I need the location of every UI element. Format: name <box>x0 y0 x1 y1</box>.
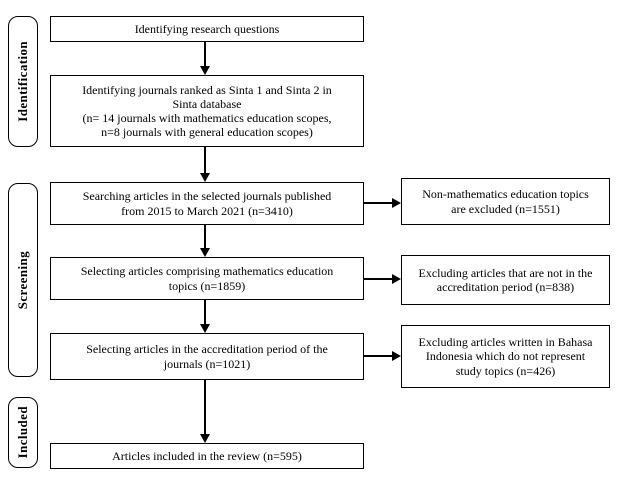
down-arrow-2-head <box>200 173 210 182</box>
stage-screening: Screening <box>8 183 38 377</box>
down-arrow-1-head <box>200 66 210 75</box>
flow-box-research-questions: Identifying research questions <box>50 16 364 42</box>
stage-included: Included <box>8 397 38 468</box>
flow-box-identify-journals: Identifying journals ranked as Sinta 1 a… <box>50 75 364 147</box>
flow-box-select-math-topics-text: Selecting articles comprising mathematic… <box>80 264 334 293</box>
right-arrow-1-line <box>364 202 393 204</box>
flow-box-identify-journals-text: Identifying journals ranked as Sinta 1 a… <box>82 82 332 140</box>
exclusion-box-non-math-text: Non-mathematics education topics are exc… <box>422 187 589 216</box>
exclusion-box-bahasa-indonesia-text: Excluding articles written in Bahasa Ind… <box>418 335 593 378</box>
flow-box-included-in-review: Articles included in the review (n=595) <box>50 443 364 469</box>
exclusion-box-non-math: Non-mathematics education topics are exc… <box>401 178 610 225</box>
down-arrow-3-line <box>204 224 206 250</box>
flow-box-select-accreditation-period: Selecting articles in the accreditation … <box>50 333 364 380</box>
exclusion-box-accreditation-period: Excluding articles that are not in the a… <box>401 255 610 305</box>
flow-box-select-math-topics: Selecting articles comprising mathematic… <box>50 257 364 300</box>
stage-identification-label: Identification <box>15 41 30 122</box>
down-arrow-2-line <box>204 146 206 175</box>
down-arrow-1-line <box>204 41 206 68</box>
right-arrow-1-head <box>392 198 401 208</box>
right-arrow-2-head <box>392 274 401 284</box>
stage-identification: Identification <box>8 16 38 147</box>
right-arrow-2-line <box>364 278 393 280</box>
exclusion-box-bahasa-indonesia: Excluding articles written in Bahasa Ind… <box>401 325 610 388</box>
flow-box-select-accreditation-period-text: Selecting articles in the accreditation … <box>86 342 328 371</box>
flow-box-research-questions-text: Identifying research questions <box>134 21 280 36</box>
right-arrow-3-head <box>392 351 401 361</box>
stage-screening-label: Screening <box>15 250 30 310</box>
down-arrow-5-line <box>204 379 206 436</box>
down-arrow-4-line <box>204 299 206 326</box>
flow-box-included-in-review-text: Articles included in the review (n=595) <box>112 448 302 463</box>
down-arrow-4-head <box>200 324 210 333</box>
stage-included-label: Included <box>15 406 30 459</box>
flow-box-search-articles: Searching articles in the selected journ… <box>50 182 364 225</box>
right-arrow-3-line <box>364 355 393 357</box>
flow-box-search-articles-text: Searching articles in the selected journ… <box>82 189 332 218</box>
down-arrow-3-head <box>200 248 210 257</box>
exclusion-box-accreditation-period-text: Excluding articles that are not in the a… <box>418 265 593 294</box>
down-arrow-5-head <box>200 434 210 443</box>
